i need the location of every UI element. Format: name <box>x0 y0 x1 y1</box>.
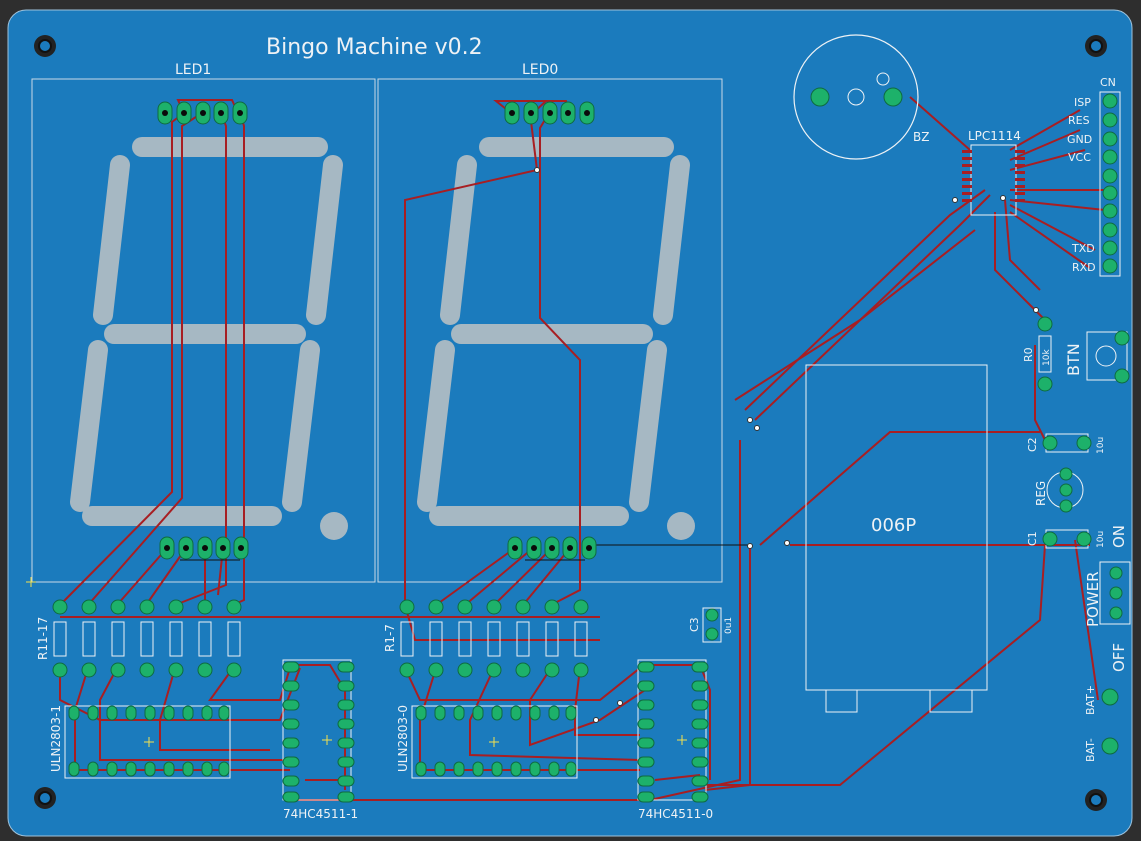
mcu-label: LPC1114 <box>968 129 1021 143</box>
header-label-vcc: VCC <box>1068 151 1091 164</box>
header-label-res: RES <box>1068 114 1090 127</box>
lpc1114-mcu <box>962 144 1025 216</box>
resistor-array-right <box>399 599 589 678</box>
header-connector <box>1099 91 1121 277</box>
c3-value: 0u1 <box>724 617 734 634</box>
c2-value: 10u <box>1096 437 1106 454</box>
bat-minus-pad <box>1101 737 1119 755</box>
bat-plus-label: BAT+ <box>1084 685 1097 715</box>
uln2803-right <box>411 705 578 779</box>
bat-minus-label: BAT- <box>1084 738 1097 762</box>
c1-capacitor <box>1042 529 1092 549</box>
buzzer <box>793 34 919 160</box>
led1-outline <box>31 78 376 583</box>
battery-label: 006P <box>871 515 916 536</box>
r0-value: 10k <box>1042 349 1052 366</box>
resistor-array-left <box>52 599 242 678</box>
bat-plus-pad <box>1101 688 1119 706</box>
resistor-group-left-label: R11-17 <box>36 617 50 660</box>
hc4511-left-label: 74HC4511-1 <box>283 807 358 821</box>
led1-label: LED1 <box>175 62 211 78</box>
c2-capacitor <box>1042 433 1092 453</box>
led0-label: LED0 <box>522 62 558 78</box>
regulator <box>1046 467 1084 513</box>
led1-dp <box>320 512 348 540</box>
header-label-isp: ISP <box>1074 96 1091 109</box>
r0-resistor <box>1037 316 1053 392</box>
button-switch <box>1086 330 1130 384</box>
c1-label: C1 <box>1026 531 1039 546</box>
c1-value: 10u <box>1096 531 1106 548</box>
c2-label: C2 <box>1026 437 1039 452</box>
power-switch <box>1099 561 1131 625</box>
pad-holes <box>162 110 592 551</box>
board-title: Bingo Machine v0.2 <box>266 35 483 60</box>
header-label-rxd: RXD <box>1072 261 1096 274</box>
uln2803-left-label: ULN2803-1 <box>49 705 63 772</box>
battery-holder <box>805 364 988 713</box>
power-label: POWER <box>1084 571 1102 627</box>
header-label-cn: CN <box>1100 76 1116 89</box>
thin-signal-traces <box>180 544 750 561</box>
button-label: BTN <box>1064 343 1083 376</box>
uln2803-left <box>64 705 231 779</box>
mounting-hole-icon <box>34 35 1107 811</box>
reg-label: REG <box>1034 481 1048 506</box>
pcb-board <box>7 9 1133 837</box>
resistor-group-right-label: R1-7 <box>383 624 397 652</box>
power-on-label: ON <box>1110 525 1128 548</box>
buzzer-label: BZ <box>913 130 929 144</box>
power-off-label: OFF <box>1110 643 1128 672</box>
uln2803-right-label: ULN2803-0 <box>396 705 410 772</box>
seven-segment-display-led0 <box>417 137 690 526</box>
origin-markers <box>26 577 687 747</box>
r0-label: R0 <box>1022 347 1035 362</box>
hc4511-right <box>637 659 709 803</box>
hc4511-right-label: 74HC4511-0 <box>638 807 713 821</box>
c3-capacitor <box>702 607 722 643</box>
led0-dp <box>667 512 695 540</box>
header-label-txd: TXD <box>1071 242 1095 255</box>
header-label-gnd: GND <box>1067 133 1092 146</box>
led0-outline <box>377 78 723 583</box>
vias <box>534 167 1039 723</box>
hc4511-left <box>282 659 355 803</box>
c3-label: C3 <box>688 617 701 632</box>
